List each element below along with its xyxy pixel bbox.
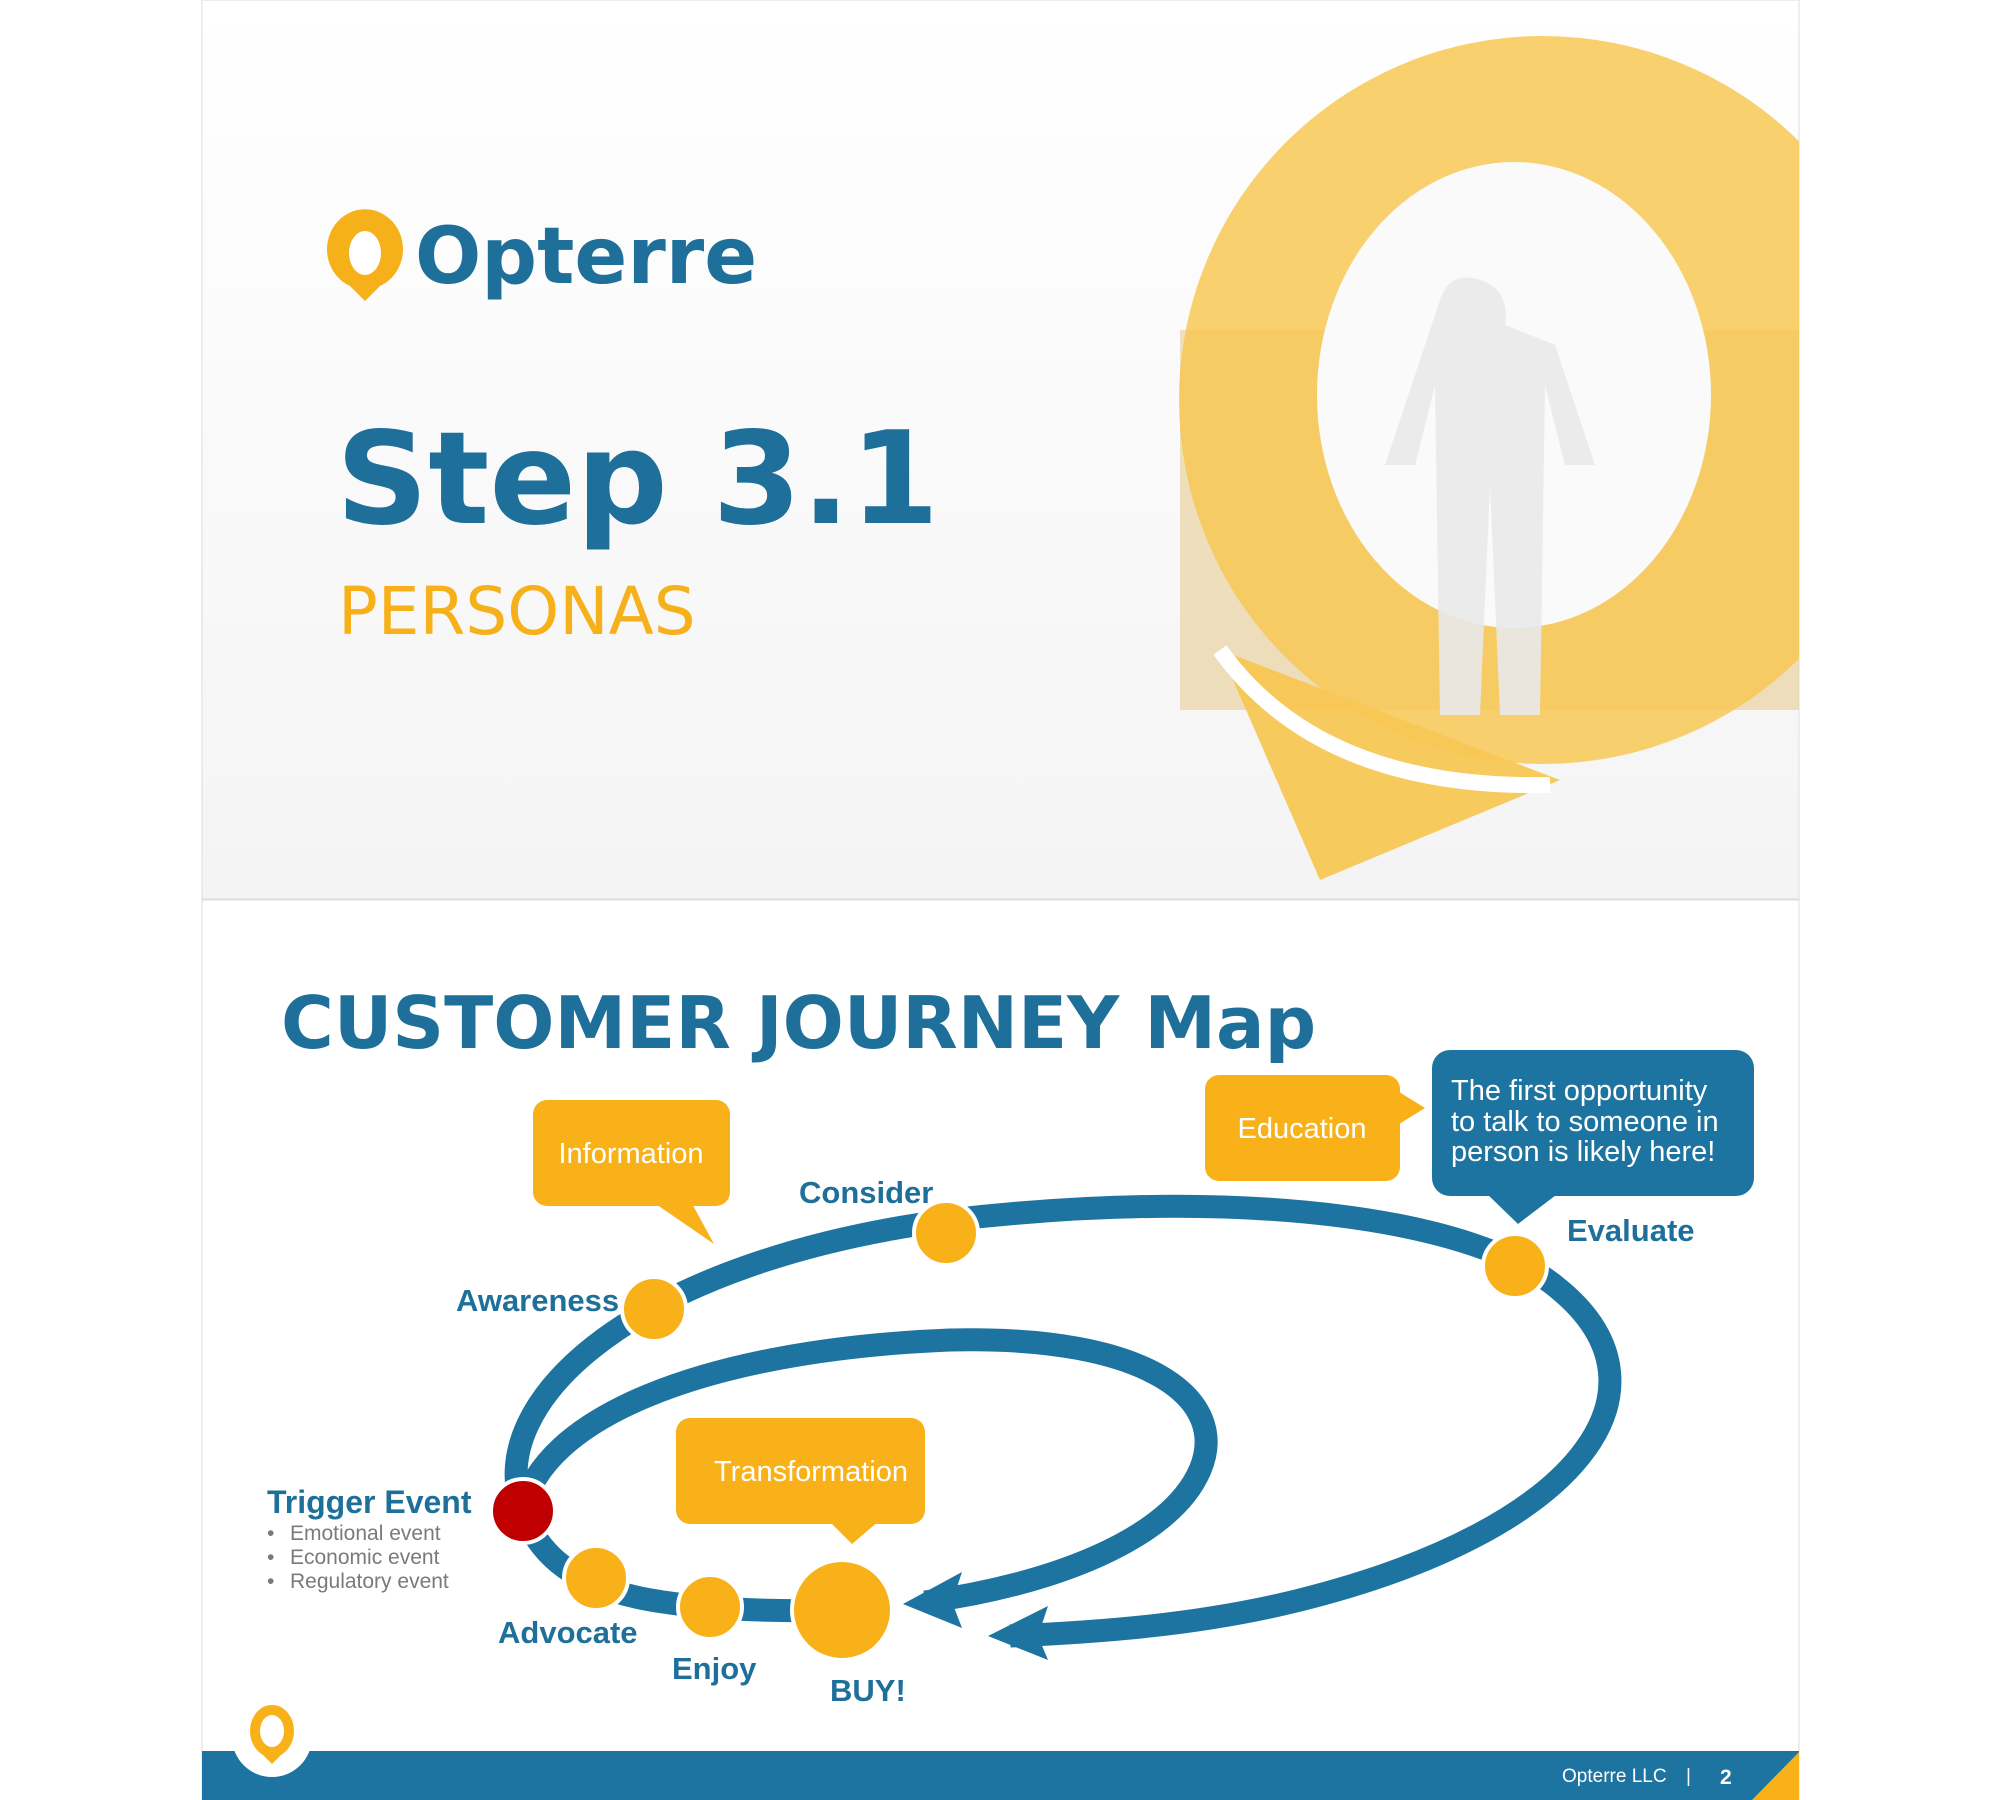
evaluate-marker[interactable] (1481, 1232, 1549, 1300)
footer-company: Opterre LLC (1562, 1766, 1667, 1787)
journey-title: CUSTOMER JOURNEY Map (281, 981, 1316, 1065)
footer-separator: | (1686, 1766, 1691, 1787)
stage-evaluate: Evaluate (1567, 1213, 1695, 1248)
bottom-path (512, 1506, 843, 1623)
slide-1[interactable]: Opterre Step 3.1 PERSONAS (201, 0, 1907, 900)
consider-marker[interactable] (912, 1199, 980, 1267)
slide-title: Step 3.1 (336, 405, 939, 554)
svg-text:Transformation: Transformation (714, 1456, 908, 1488)
svg-text:•: • (267, 1570, 274, 1593)
svg-text:person is likely here!: person is likely here! (1451, 1136, 1715, 1168)
footer-logo-badge (232, 1697, 312, 1777)
svg-text:The first opportunity: The first opportunity (1451, 1075, 1708, 1107)
trigger-marker[interactable] (489, 1477, 557, 1545)
slide-subtitle: PERSONAS (338, 573, 696, 650)
footer: Opterre LLC | 2 (202, 1697, 1799, 1800)
stage-buy: BUY! (830, 1673, 906, 1708)
buy-marker[interactable] (790, 1558, 894, 1662)
slide-2[interactable]: CUSTOMER JOURNEY Map Awareness Consider … (201, 899, 1800, 1800)
page-number: 2 (1720, 1766, 1732, 1789)
stage-advocate: Advocate (498, 1615, 638, 1650)
callout-transformation: Transformation (676, 1418, 925, 1544)
logo-text: Opterre (415, 212, 757, 302)
inner-loop (511, 1328, 1218, 1614)
stage-awareness: Awareness (456, 1283, 619, 1318)
hero-pin-graphic (1179, 36, 1799, 880)
svg-text:to talk to someone in: to talk to someone in (1451, 1106, 1719, 1138)
svg-text:•: • (267, 1522, 274, 1545)
footer-accent (1752, 1752, 1799, 1800)
trigger-event: Trigger Event • Emotional event • Econom… (267, 1484, 472, 1593)
trigger-bullet: Regulatory event (290, 1570, 449, 1593)
inner-arrowhead (903, 1572, 962, 1628)
stage-markers (489, 1199, 1549, 1662)
trigger-bullet: Economic event (290, 1546, 440, 1569)
enjoy-marker[interactable] (676, 1573, 744, 1641)
trigger-title: Trigger Event (267, 1484, 472, 1520)
svg-text:•: • (267, 1546, 274, 1569)
callout-education: Education (1205, 1075, 1425, 1181)
stage-enjoy: Enjoy (672, 1651, 757, 1686)
svg-text:Education: Education (1238, 1113, 1367, 1145)
outer-arrowhead (988, 1606, 1048, 1660)
pin-logo-icon (250, 1705, 294, 1757)
callout-note: The first opportunity to talk to someone… (1432, 1050, 1754, 1224)
person-silhouette (1385, 277, 1595, 715)
trigger-bullet: Emotional event (290, 1522, 441, 1545)
stage-consider: Consider (799, 1175, 933, 1210)
footer-bar (202, 1751, 1799, 1800)
advocate-marker[interactable] (562, 1544, 630, 1612)
callout-information: Information (533, 1100, 730, 1244)
opterre-logo: Opterre (326, 209, 757, 302)
awareness-marker[interactable] (620, 1275, 688, 1343)
svg-text:Information: Information (558, 1138, 703, 1170)
